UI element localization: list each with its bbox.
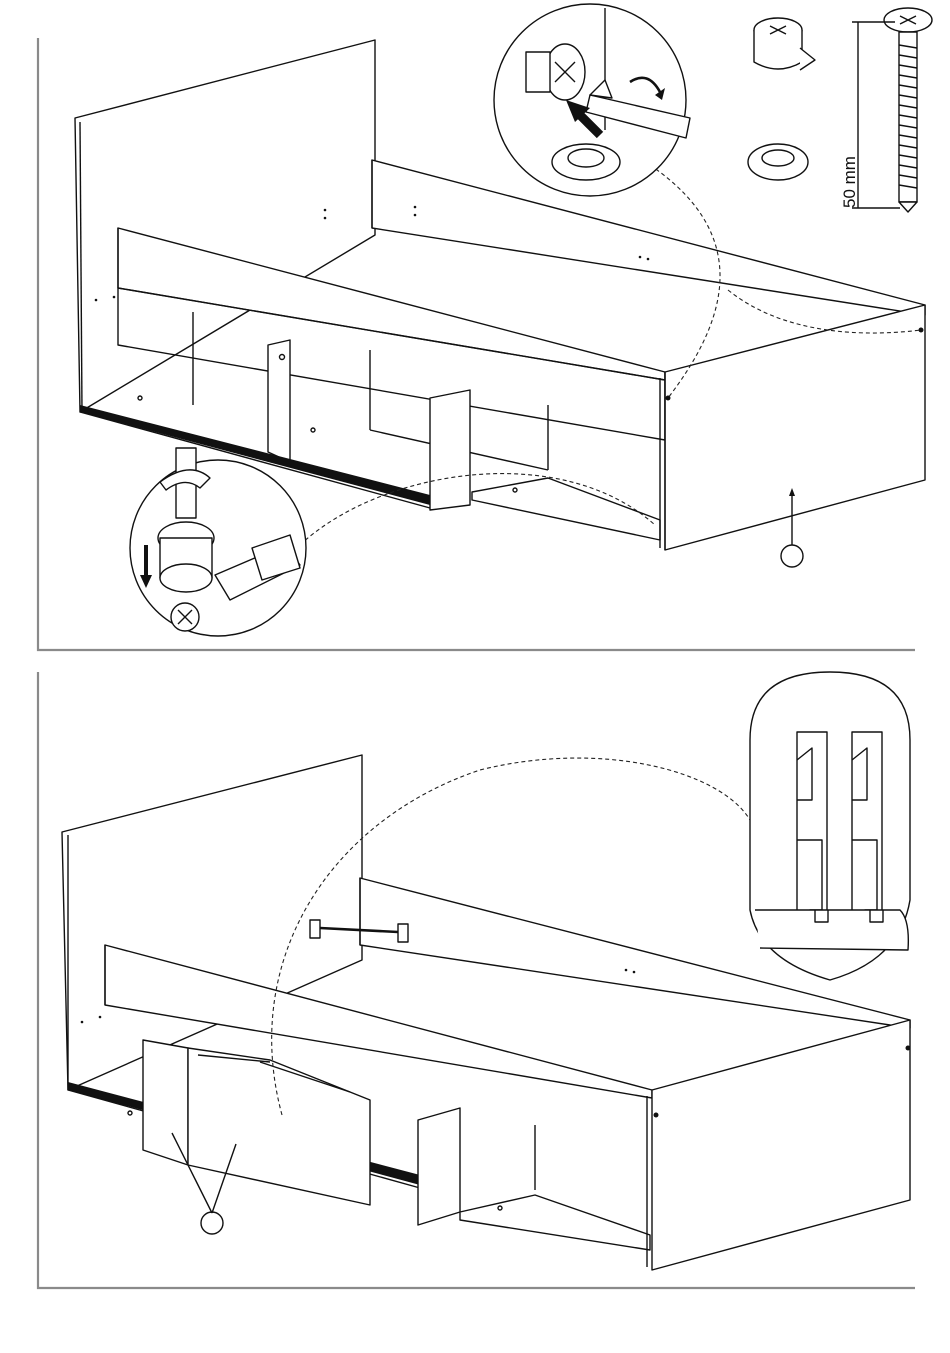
drawer-fronts — [128, 1040, 370, 1205]
end-panel — [660, 305, 925, 550]
callout-circle-1 — [781, 545, 803, 567]
cover-cap-part — [748, 144, 808, 180]
step1-illustration: 50 mm — [0, 0, 950, 660]
step2-panel — [0, 660, 950, 1353]
step2-illustration — [0, 660, 950, 1353]
cam-fitting-part — [754, 18, 815, 70]
headboard-panel — [75, 40, 375, 412]
dimension-label: 50 mm — [840, 156, 859, 208]
bolt-dimension: 50 mm — [840, 22, 900, 208]
cam-lock-detail — [130, 448, 306, 636]
step1-panel: 50 mm — [0, 0, 950, 660]
cover-cap-detail — [494, 4, 690, 196]
bolt-part — [884, 8, 932, 212]
callout-circle-2 — [201, 1212, 223, 1234]
end-panel — [647, 1020, 911, 1270]
storage-compartments — [418, 1108, 650, 1250]
rail-profile-detail — [750, 672, 910, 980]
